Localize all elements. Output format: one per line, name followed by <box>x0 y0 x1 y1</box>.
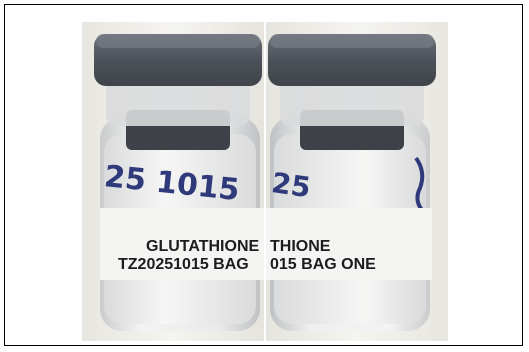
handwriting-stroke <box>414 156 425 212</box>
vial-neck <box>106 74 250 126</box>
handwritten-date: 25 <box>269 166 312 204</box>
label-line-1: GLUTATHIONE <box>146 238 260 255</box>
vial-photo-right: 25 THIONE 015 BAG ONE <box>266 22 448 341</box>
image-frame: 25 1015 GLUTATHIONE TZ20251015 BAG <box>4 4 523 346</box>
vial-label <box>266 208 432 280</box>
vial-label <box>100 208 264 280</box>
label-line-1: THIONE <box>270 238 331 255</box>
vial-photo-left: 25 1015 GLUTATHIONE TZ20251015 BAG <box>82 22 264 341</box>
vial-neck <box>280 74 424 126</box>
label-line-2: 015 BAG ONE <box>270 256 376 273</box>
label-line-2: TZ20251015 BAG <box>118 256 249 273</box>
